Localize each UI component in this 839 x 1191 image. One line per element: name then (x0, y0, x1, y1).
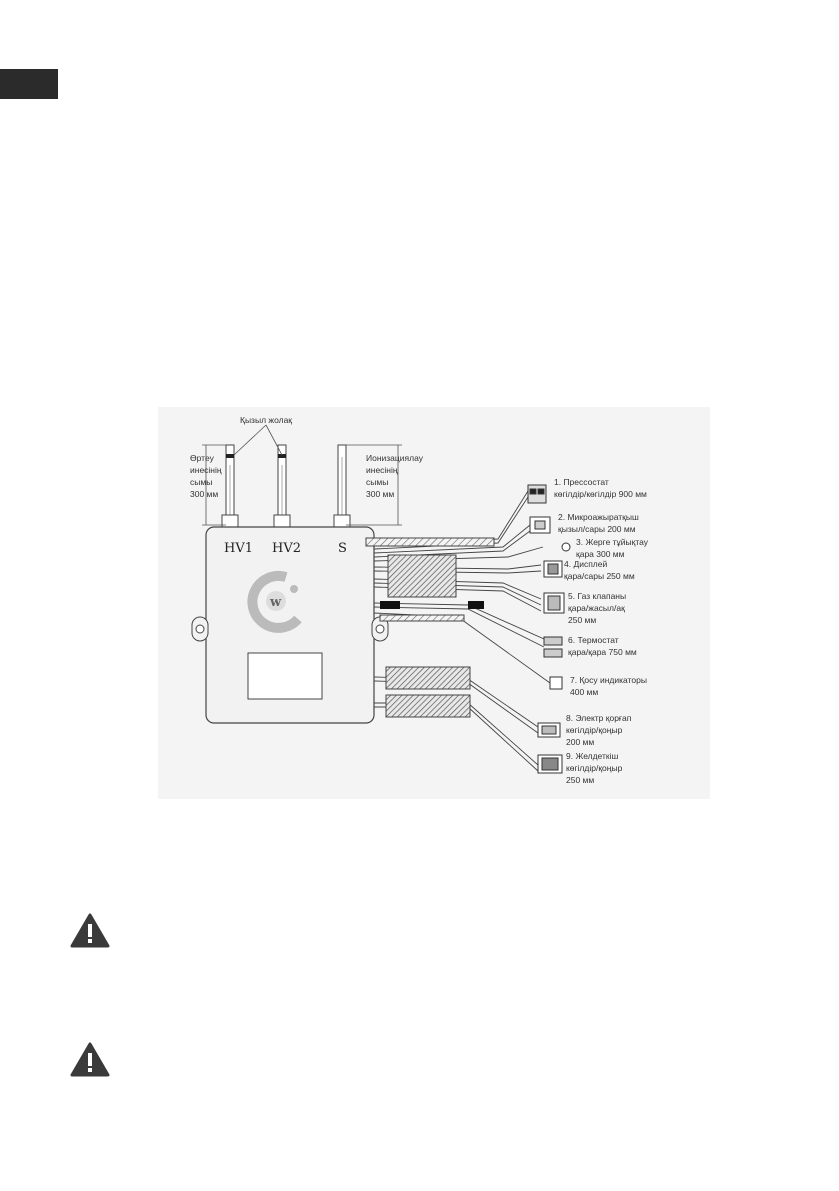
svg-text:6. Термостат: 6. Термостат (568, 635, 619, 645)
svg-text:8. Электр қорғап: 8. Электр қорғап (566, 713, 632, 723)
dimension-lines (202, 424, 402, 526)
wire-sleeve (385, 694, 471, 718)
connector-7-label: 7. Қосу индикаторы 400 мм (570, 675, 647, 697)
svg-text:300 мм: 300 мм (190, 489, 218, 499)
terminal-hv1: HV1 (224, 541, 253, 556)
svg-text:250 мм: 250 мм (566, 775, 594, 785)
svg-text:9. Желдеткіш: 9. Желдеткіш (566, 751, 619, 761)
connector-plugs (527, 484, 571, 774)
wire-sleeve (385, 666, 471, 690)
svg-text:300 мм: 300 мм (366, 489, 394, 499)
svg-text:5. Газ клапаны: 5. Газ клапаны (568, 591, 626, 601)
warning-triangle-icon (70, 1042, 110, 1078)
s-lead (333, 444, 351, 528)
svg-text:инесінің: инесінің (190, 465, 222, 475)
connector-6-label: 6. Термостат қара/қара 750 мм (568, 635, 637, 657)
svg-text:w: w (269, 595, 282, 610)
svg-text:Ионизациялау: Ионизациялау (366, 453, 424, 463)
svg-text:4. Дисплей: 4. Дисплей (564, 559, 607, 569)
svg-text:сымы: сымы (366, 477, 388, 487)
svg-text:қара/жасыл/ақ: қара/жасыл/ақ (568, 603, 625, 613)
connector-8-label: 8. Электр қорғап көгілдір/қоңыр 200 мм (566, 713, 632, 747)
wire-bundle (373, 490, 551, 772)
left-wire-label: Өртеу инесінің сымы 300 мм (190, 453, 222, 499)
wire-sleeve (379, 614, 465, 622)
svg-text:1. Прессостат: 1. Прессостат (554, 477, 609, 487)
connector-3-label: 3. Жерге тұйықтау қара 300 мм (576, 537, 649, 559)
svg-text:қара/сары 250 мм: қара/сары 250 мм (564, 571, 635, 581)
svg-text:3. Жерге тұйықтау: 3. Жерге тұйықтау (576, 537, 649, 547)
svg-text:көгілдір/қоңыр: көгілдір/қоңыр (566, 763, 623, 773)
svg-text:2. Микроажыратқыш: 2. Микроажыратқыш (558, 512, 639, 522)
connector-9-label: 9. Желдеткіш көгілдір/қоңыр 250 мм (566, 751, 623, 785)
section-tab-marker (0, 69, 58, 99)
svg-text:көгілдір/қоңыр: көгілдір/қоңыр (566, 725, 623, 735)
svg-text:7. Қосу индикаторы: 7. Қосу индикаторы (570, 675, 647, 685)
warning-triangle-icon (70, 913, 110, 949)
wire-sleeve (387, 554, 457, 598)
svg-text:қара/қара 750 мм: қара/қара 750 мм (568, 647, 637, 657)
svg-text:400 мм: 400 мм (570, 687, 598, 697)
right-wire-label: Ионизациялау инесінің сымы 300 мм (366, 453, 424, 499)
wire-clip (380, 601, 400, 609)
terminal-s: S (338, 541, 347, 556)
svg-text:Өртеу: Өртеу (190, 453, 215, 463)
wiring-diagram: w HV1 HV2 S (158, 407, 710, 799)
connector-2-label: 2. Микроажыратқыш қызыл/сары 200 мм (558, 512, 639, 534)
wiring-diagram-svg: w HV1 HV2 S (190, 415, 649, 785)
red-stripe-label: Қызыл жолақ (240, 415, 292, 425)
svg-text:инесінің: инесінің (366, 465, 398, 475)
svg-text:көгілдір/көгілдір 900 мм: көгілдір/көгілдір 900 мм (554, 489, 647, 499)
svg-text:сымы: сымы (190, 477, 212, 487)
wire-clip (468, 601, 484, 609)
connector-5-label: 5. Газ клапаны қара/жасыл/ақ 250 мм (568, 591, 626, 625)
connector-1-label: 1. Прессостат көгілдір/көгілдір 900 мм (554, 477, 647, 499)
svg-text:250 мм: 250 мм (568, 615, 596, 625)
terminal-hv2: HV2 (272, 541, 301, 556)
svg-text:200 мм: 200 мм (566, 737, 594, 747)
hv2-lead (273, 444, 291, 528)
connector-4-label: 4. Дисплей қара/сары 250 мм (564, 559, 635, 581)
hv1-lead (221, 444, 239, 528)
wire-sleeve (365, 537, 495, 547)
brand-logo-icon: w (247, 570, 302, 633)
svg-text:қызыл/сары 200 мм: қызыл/сары 200 мм (558, 524, 636, 534)
svg-text:қара 300 мм: қара 300 мм (576, 549, 625, 559)
